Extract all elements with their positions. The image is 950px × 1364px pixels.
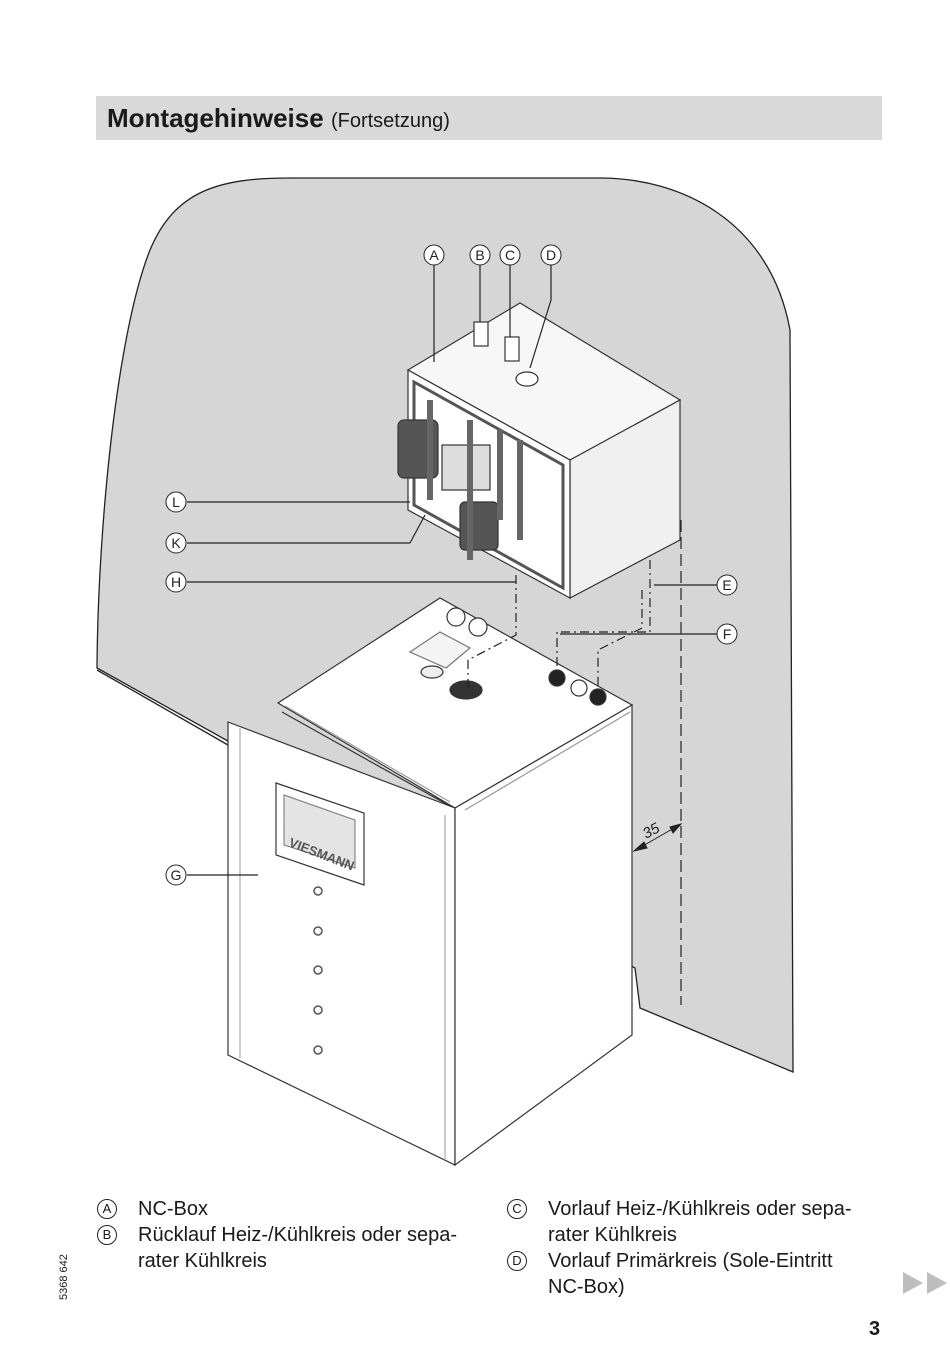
legend-marker: A <box>97 1199 117 1219</box>
section-title-suffix: (Fortsetzung) <box>330 110 450 132</box>
legend-marker: D <box>507 1251 527 1271</box>
svg-text:G: G <box>171 867 182 883</box>
legend-marker: C <box>507 1199 527 1219</box>
front-indicators <box>313 886 323 1055</box>
svg-text:D: D <box>546 247 556 263</box>
legend-left: A NC-Box B Rücklauf Heiz-/Kühlkreis oder… <box>97 1196 477 1274</box>
svg-text:H: H <box>171 574 181 590</box>
svg-text:L: L <box>172 494 180 510</box>
nc-box <box>397 302 682 600</box>
callout-labels: A B C D E F G H K L <box>165 244 738 886</box>
svg-text:F: F <box>723 626 732 642</box>
connection-lines <box>467 560 651 690</box>
callout-a: A <box>423 244 445 266</box>
legend-marker: B <box>97 1225 117 1245</box>
svg-text:K: K <box>171 535 181 551</box>
svg-text:A: A <box>429 247 439 263</box>
dimension-35 <box>632 823 683 852</box>
callout-c: C <box>499 244 521 266</box>
callout-g: G <box>165 864 187 886</box>
legend-text: Rücklauf Heiz-/Kühlkreis oder sepa-rater… <box>138 1224 458 1272</box>
legend-item: D Vorlauf Primärkreis (Sole-Eintritt NC-… <box>507 1248 887 1300</box>
page-number: 3 <box>869 1318 881 1340</box>
document-id: 5368 642 <box>58 1254 70 1300</box>
dimension-label: 35 <box>640 819 663 842</box>
leader-lines <box>187 265 717 876</box>
svg-text:C: C <box>505 247 515 263</box>
callout-k: K <box>165 532 187 554</box>
callout-l: L <box>165 491 187 513</box>
callout-d: D <box>540 244 562 266</box>
legend-text: Vorlauf Primärkreis (Sole-Eintritt NC-Bo… <box>548 1250 833 1298</box>
legend-text: Vorlauf Heiz-/Kühlkreis oder sepa-rater … <box>548 1198 852 1246</box>
section-title-main: Montagehinweise <box>107 103 324 133</box>
svg-text:B: B <box>475 247 484 263</box>
callout-b: B <box>469 244 491 266</box>
section-header-bar: Montagehinweise (Fortsetzung) <box>96 96 882 140</box>
next-page-icon <box>903 1272 947 1294</box>
callout-f: F <box>716 623 738 645</box>
legend-item: B Rücklauf Heiz-/Kühlkreis oder sepa-rat… <box>97 1222 477 1274</box>
legend-right: C Vorlauf Heiz-/Kühlkreis oder sepa-rate… <box>507 1196 887 1300</box>
callout-e: E <box>716 574 738 596</box>
legend-text: NC-Box <box>138 1198 209 1220</box>
heat-pump-unit <box>227 597 634 1167</box>
callout-h: H <box>165 571 187 593</box>
svg-text:E: E <box>722 577 731 593</box>
legend-item: A NC-Box <box>97 1196 477 1222</box>
legend-item: C Vorlauf Heiz-/Kühlkreis oder sepa-rate… <box>507 1196 887 1248</box>
section-title: Montagehinweise (Fortsetzung) <box>107 103 450 134</box>
